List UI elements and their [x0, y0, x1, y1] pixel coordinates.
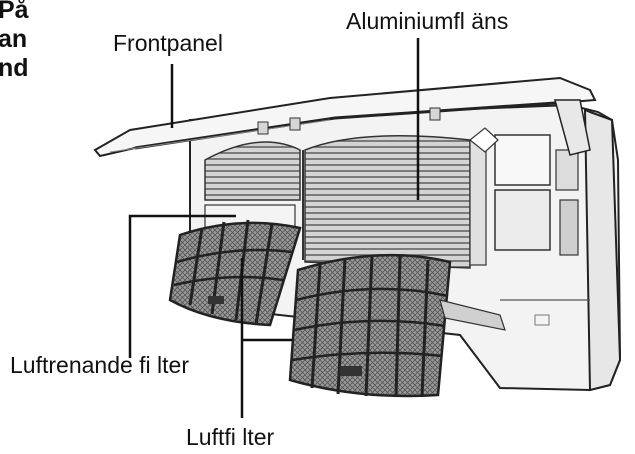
header-fragment-1: På	[0, 0, 29, 24]
air-filter-right	[290, 255, 450, 397]
label-aluminium-fins: Aluminiumfl äns	[346, 10, 508, 33]
label-air-purifying-filter: Luftrenande fi lter	[10, 354, 189, 377]
header-fragment-2: an	[0, 25, 27, 53]
label-air-filter: Luftfi lter	[186, 426, 274, 449]
header-fragment-3: nd	[0, 54, 29, 82]
label-front-panel: Frontpanel	[113, 32, 223, 55]
